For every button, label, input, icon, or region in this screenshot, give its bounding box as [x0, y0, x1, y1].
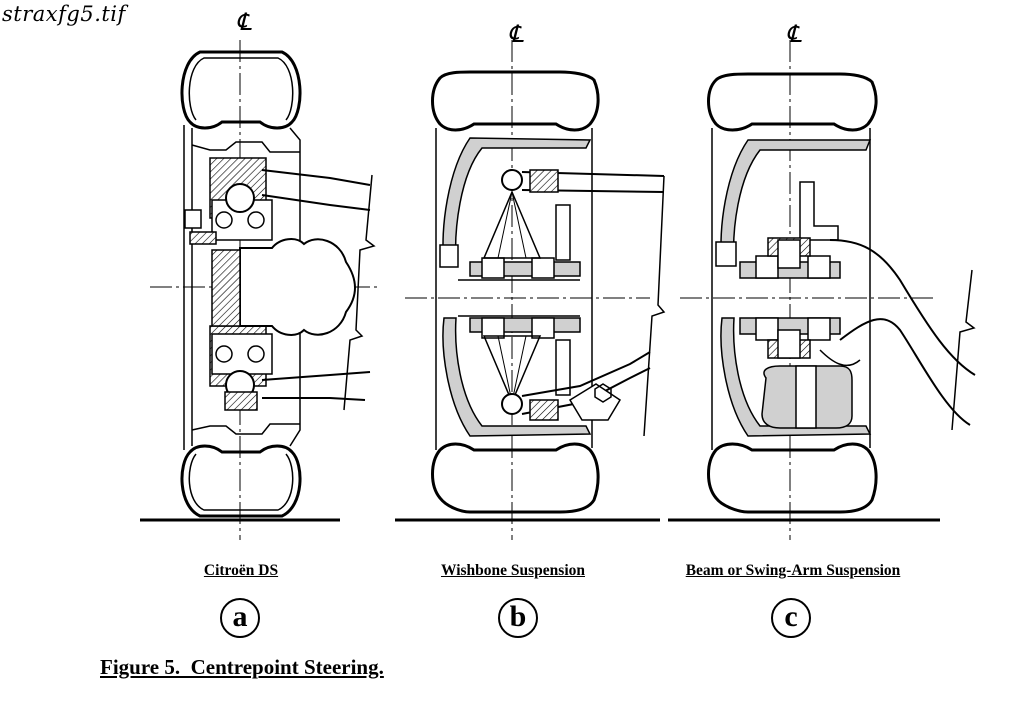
panel-a-centreline-symbol: ℄ [236, 8, 252, 36]
panel-a-label: Citroën DS [203, 562, 279, 579]
figure-caption: Figure 5. Centrepoint Steering. [100, 655, 384, 679]
panel-b-letter-badge: b [498, 598, 538, 638]
panel-c-letter-badge: c [771, 598, 811, 638]
panel-c-centreline-symbol: ℄ [786, 20, 802, 48]
file-label: straxfg5.tif [2, 2, 126, 26]
panel-b-centreline-symbol: ℄ [508, 20, 524, 48]
panel-a-letter-badge: a [220, 598, 260, 638]
panel-a-letter: a [232, 599, 248, 633]
panel-b-letter: b [509, 599, 527, 633]
panel-c-label: Beam or Swing-Arm Suspension [685, 562, 901, 579]
panel-a-drawing [140, 40, 380, 540]
panel-c-letter: c [784, 599, 798, 633]
panel-b-label: Wishbone Suspension [440, 562, 586, 579]
panel-c-drawing [668, 40, 976, 540]
panel-b-drawing [395, 40, 666, 540]
